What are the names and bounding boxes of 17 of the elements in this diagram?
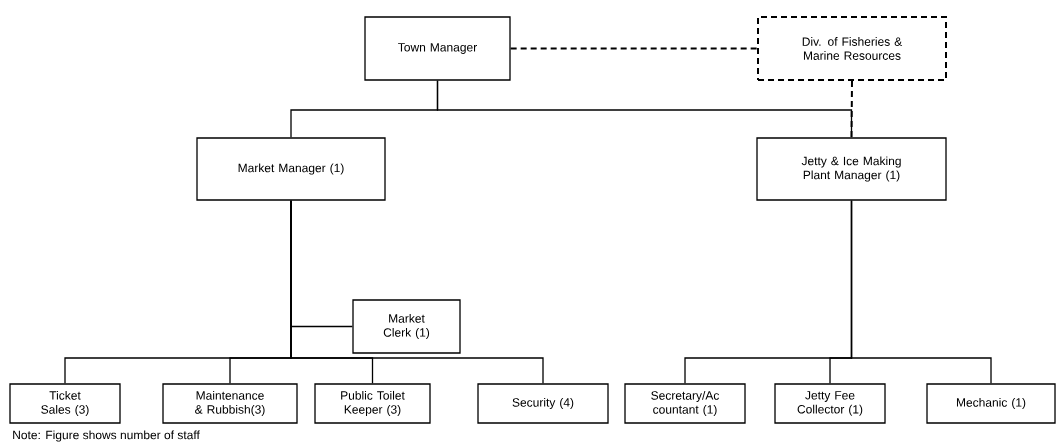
org-box: Jetty Fee Collector (1) <box>774 383 886 424</box>
org-box: Market Manager (1) <box>196 137 386 201</box>
dashed-box: Div. of Fisheries & Marine Resources <box>757 16 947 81</box>
org-box: Jetty & Ice Making Plant Manager (1) <box>756 137 947 201</box>
org-box: Maintenance & Rubbish(3) <box>162 383 298 424</box>
connector-line <box>509 47 758 50</box>
org-box: Security (4) <box>477 383 609 424</box>
org-box: Secretary/Ac countant (1) <box>624 383 746 424</box>
org-box: Ticket Sales (3) <box>9 383 121 424</box>
org-box: Public Toilet Keeper (3) <box>314 383 431 424</box>
note-text: Note: Figure shows number of staff <box>13 430 200 442</box>
org-box: Town Manager <box>364 16 511 81</box>
connector-line <box>850 80 853 139</box>
org-box: Market Clerk (1) <box>352 299 461 354</box>
connector-line <box>850 200 992 384</box>
connector-line <box>290 200 544 384</box>
org-box: Mechanic (1) <box>926 383 1056 424</box>
